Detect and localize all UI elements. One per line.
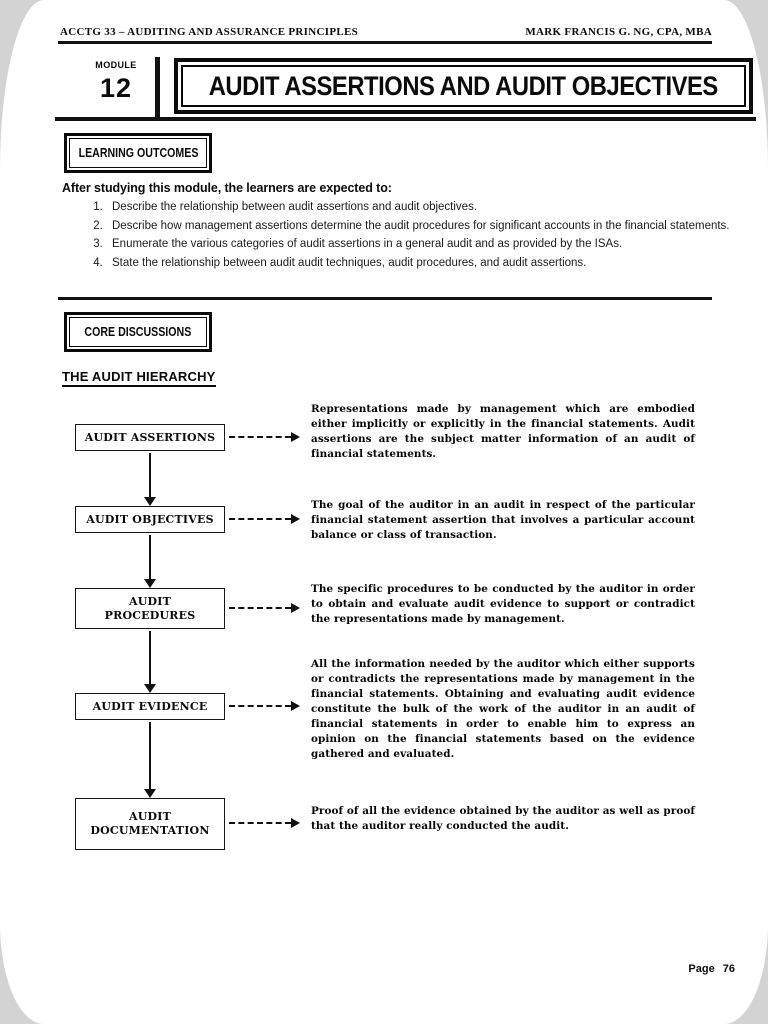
learning-outcomes-heading: LEARNING OUTCOMES xyxy=(78,146,198,160)
vertical-connector xyxy=(149,631,152,684)
module-divider xyxy=(155,57,160,118)
core-discussions-heading: CORE DISCUSSIONS xyxy=(84,325,192,339)
node-description: Proof of all the evidence obtained by th… xyxy=(311,805,695,832)
vertical-connector xyxy=(149,535,152,579)
dashed-connector xyxy=(229,607,291,609)
arrow-right-icon xyxy=(291,514,300,524)
page-number: Page 76 xyxy=(688,963,735,975)
arrow-right-icon xyxy=(291,701,300,711)
module-label: MODULE xyxy=(95,60,137,70)
learning-outcomes-intro: After studying this module, the learners… xyxy=(62,181,392,195)
hierarchy-box-audit-assertions: AUDIT ASSERTIONS xyxy=(75,424,225,451)
node-description: The goal of the auditor in an audit in r… xyxy=(311,499,695,541)
arrow-right-icon xyxy=(291,818,300,828)
hierarchy-box-audit-procedures: AUDIT PROCEDURES xyxy=(75,588,225,629)
core-discussions-box: CORE DISCUSSIONS xyxy=(64,312,212,352)
core-discussions-inner-border: CORE DISCUSSIONS xyxy=(69,317,207,347)
arrow-down-icon xyxy=(144,684,156,693)
hierarchy-box-audit-evidence: AUDIT EVIDENCE xyxy=(75,693,225,720)
arrow-down-icon xyxy=(144,579,156,588)
arrow-down-icon xyxy=(144,497,156,506)
vertical-connector xyxy=(149,722,152,789)
learning-outcomes-list: Describe the relationship between audit … xyxy=(86,200,748,274)
arrow-right-icon xyxy=(291,432,300,442)
learning-outcomes-box: LEARNING OUTCOMES xyxy=(64,133,212,173)
module-title: AUDIT ASSERTIONS AND AUDIT OBJECTIVES xyxy=(208,70,719,101)
module-title-box: AUDIT ASSERTIONS AND AUDIT OBJECTIVES xyxy=(174,58,753,114)
dashed-connector xyxy=(229,822,291,824)
section-title: THE AUDIT HIERARCHY xyxy=(62,369,216,387)
learning-outcomes-inner-border: LEARNING OUTCOMES xyxy=(69,138,207,168)
arrow-down-icon xyxy=(144,789,156,798)
header-course-title: ACCTG 33 – AUDITING AND ASSURANCE PRINCI… xyxy=(60,26,359,38)
dashed-connector xyxy=(229,705,291,707)
module-bottom-rule xyxy=(55,117,756,121)
section-title-wrap: THE AUDIT HIERARCHY xyxy=(62,368,216,387)
dashed-connector xyxy=(229,518,291,520)
hierarchy-box-audit-objectives: AUDIT OBJECTIVES xyxy=(75,506,225,533)
module-title-inner-border: AUDIT ASSERTIONS AND AUDIT OBJECTIVES xyxy=(181,65,746,107)
list-item: Enumerate the various categories of audi… xyxy=(106,237,748,253)
list-item: Describe how management assertions deter… xyxy=(106,219,748,235)
header-rule xyxy=(58,41,712,44)
list-item: State the relationship between audit aud… xyxy=(106,256,748,272)
vertical-connector xyxy=(149,453,152,497)
module-number: 12 xyxy=(99,73,133,103)
node-description: The specific procedures to be conducted … xyxy=(311,583,695,625)
node-description: Representations made by management which… xyxy=(311,403,695,460)
hierarchy-box-audit-documentation: AUDIT DOCUMENTATION xyxy=(75,798,225,850)
arrow-right-icon xyxy=(291,603,300,613)
dashed-connector xyxy=(229,436,291,438)
header-author: MARK FRANCIS G. NG, CPA, MBA xyxy=(525,26,712,38)
list-item: Describe the relationship between audit … xyxy=(106,200,748,216)
node-description: All the information needed by the audito… xyxy=(311,658,695,760)
section-rule xyxy=(58,297,712,300)
